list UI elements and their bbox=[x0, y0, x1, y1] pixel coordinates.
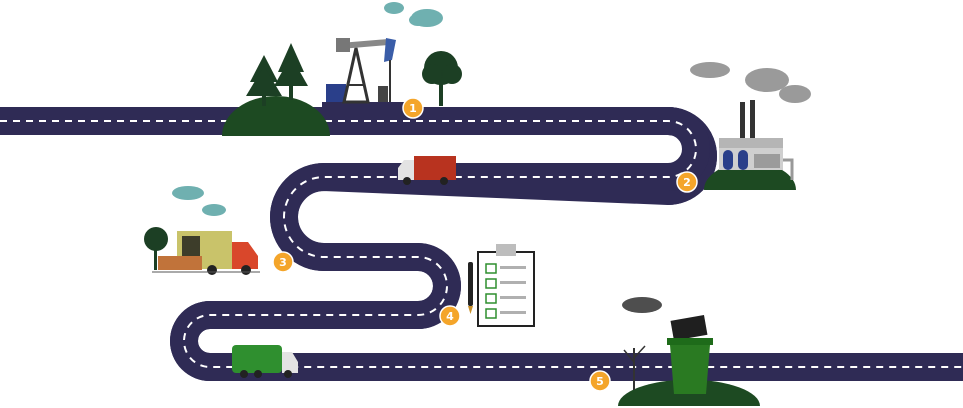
garbage-truck-icon bbox=[232, 345, 298, 378]
tree-icon bbox=[246, 55, 282, 106]
trash-bin-icon bbox=[667, 315, 713, 394]
oil-pump-icon bbox=[322, 38, 404, 107]
cloud-icon bbox=[384, 2, 443, 27]
pen-icon bbox=[468, 262, 473, 314]
cloud-icon bbox=[622, 297, 662, 313]
stage-1-oil-extraction bbox=[222, 2, 462, 136]
road bbox=[0, 107, 963, 381]
hill bbox=[222, 96, 330, 136]
checklist-icon bbox=[477, 244, 535, 327]
stage-badge-4: 4 bbox=[439, 305, 461, 327]
road-segments bbox=[0, 107, 963, 381]
stage-3-delivery bbox=[144, 186, 260, 275]
container-truck-icon bbox=[398, 156, 456, 185]
stage-2-factory bbox=[690, 62, 811, 190]
stage-badge-label: 3 bbox=[279, 256, 287, 269]
stage-badge-2: 2 bbox=[676, 171, 698, 193]
tree-icon bbox=[144, 227, 168, 270]
stage-badge-3: 3 bbox=[272, 251, 294, 273]
tree-icon bbox=[274, 43, 308, 100]
moving-truck-icon bbox=[152, 231, 260, 275]
tree-icon bbox=[623, 345, 646, 390]
cloud-icon bbox=[690, 62, 811, 103]
stage-badge-label: 1 bbox=[409, 102, 417, 115]
stage-badge-label: 4 bbox=[446, 310, 454, 323]
stage-badge-5: 5 bbox=[589, 370, 611, 392]
stage-badge-label: 5 bbox=[596, 375, 604, 388]
stage-4-checklist bbox=[468, 244, 535, 327]
tree-icon bbox=[422, 51, 462, 106]
stage-badge-1: 1 bbox=[402, 97, 424, 119]
factory-icon bbox=[719, 100, 794, 180]
road-dashes bbox=[0, 120, 963, 368]
stage-badge-label: 2 bbox=[683, 176, 691, 189]
stage-5-waste-disposal bbox=[618, 297, 760, 406]
cloud-icon bbox=[172, 186, 226, 216]
